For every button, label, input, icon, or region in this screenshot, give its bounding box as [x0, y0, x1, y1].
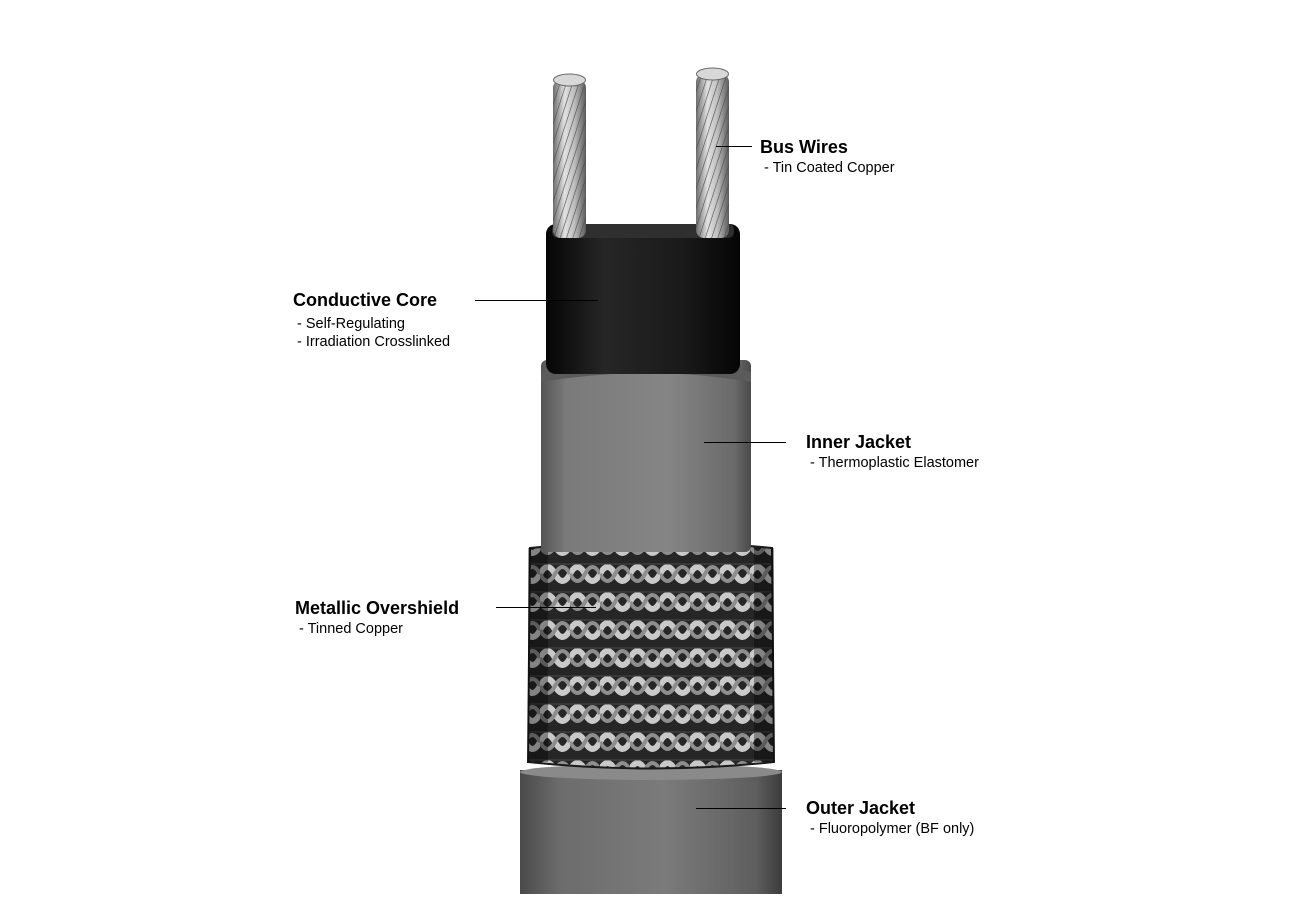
bus-wires-shape	[553, 67, 729, 238]
conductive-core-label: Conductive Core - Self-Regulating - Irra…	[293, 289, 450, 351]
bus-wires-title: Bus Wires	[760, 137, 848, 157]
inner-jacket-title: Inner Jacket	[806, 432, 912, 452]
outer-jacket-leader	[696, 808, 786, 810]
metallic-overshield-label: Metallic Overshield - Tinned Copper	[295, 597, 459, 638]
conductive-core-detail-2: - Irradiation Crosslinked	[297, 333, 451, 350]
inner-jacket-leader	[704, 442, 786, 444]
metallic-overshield-title: Metallic Overshield	[295, 598, 460, 618]
outer-jacket-label: Outer Jacket - Fluoropolymer (BF only)	[806, 797, 974, 838]
conductive-core-leader	[475, 300, 598, 302]
metallic-overshield-braid	[526, 540, 776, 770]
outer-jacket-shape	[520, 764, 782, 894]
outer-jacket-detail: - Fluoropolymer (BF only)	[810, 820, 975, 837]
inner-jacket-label: Inner Jacket - Thermoplastic Elastomer	[806, 431, 979, 472]
conductive-core-shape	[546, 224, 740, 374]
outer-jacket-title: Outer Jacket	[806, 798, 916, 818]
conductive-core-detail-1: - Self-Regulating	[297, 315, 405, 332]
bus-wires-detail: - Tin Coated Copper	[764, 159, 895, 176]
inner-jacket-detail: - Thermoplastic Elastomer	[810, 454, 979, 471]
inner-jacket-shape	[541, 360, 751, 552]
metallic-overshield-detail: - Tinned Copper	[299, 620, 403, 637]
conductive-core-title: Conductive Core	[293, 290, 438, 310]
bus-wires-leader	[716, 146, 752, 148]
metallic-overshield-leader	[496, 607, 596, 609]
bus-wires-label: Bus Wires - Tin Coated Copper	[760, 136, 895, 177]
